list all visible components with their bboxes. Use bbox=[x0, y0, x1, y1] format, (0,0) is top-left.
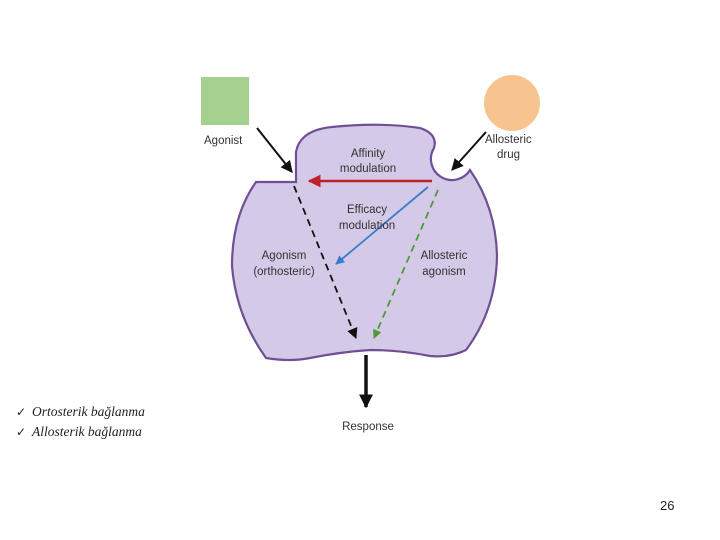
check-icon: ✓ bbox=[16, 425, 27, 439]
agonist-binding-arrow bbox=[256, 127, 293, 173]
bullet-list: ✓ Ortosterik bağlanma ✓ Allosterik bağlanm… bbox=[16, 402, 145, 442]
receptor-shape bbox=[230, 123, 499, 362]
allosteric-drug-circle bbox=[484, 75, 540, 131]
efficacy-modulation-arrow bbox=[335, 186, 429, 265]
affinity-label-line2: modulation bbox=[340, 163, 396, 175]
allosteric-agonism-label-line2: agonism bbox=[422, 266, 465, 278]
affinity-label-line1: Affinity bbox=[351, 148, 386, 160]
allosteric-agonism-arrow bbox=[373, 189, 439, 339]
allosteric-agonism-label-line1: Allosteric bbox=[421, 250, 468, 262]
agonist-square bbox=[201, 77, 249, 125]
bullet-item: ✓ Allosterik bağlanma bbox=[16, 422, 145, 442]
page-number: 26 bbox=[660, 498, 675, 513]
agonism-label-line1: Agonism bbox=[262, 250, 307, 262]
agonism-label-line2: (orthosteric) bbox=[253, 266, 315, 278]
efficacy-label-line2: modulation bbox=[339, 220, 395, 232]
allosteric-drug-label-line1: Allosteric bbox=[485, 134, 532, 146]
efficacy-label-line1: Efficacy bbox=[347, 204, 387, 216]
drug-binding-arrow bbox=[451, 131, 487, 171]
bullet-item: ✓ Ortosterik bağlanma bbox=[16, 402, 145, 422]
allosteric-drug-label-line2: drug bbox=[497, 149, 520, 161]
bullet-text: Ortosterik bağlanma bbox=[32, 404, 145, 419]
orthosteric-agonism-arrow bbox=[293, 185, 358, 340]
bullet-text: Allosterik bağlanma bbox=[32, 424, 142, 439]
check-icon: ✓ bbox=[16, 405, 27, 419]
response-label: Response bbox=[342, 421, 394, 433]
agonist-label: Agonist bbox=[204, 135, 243, 147]
